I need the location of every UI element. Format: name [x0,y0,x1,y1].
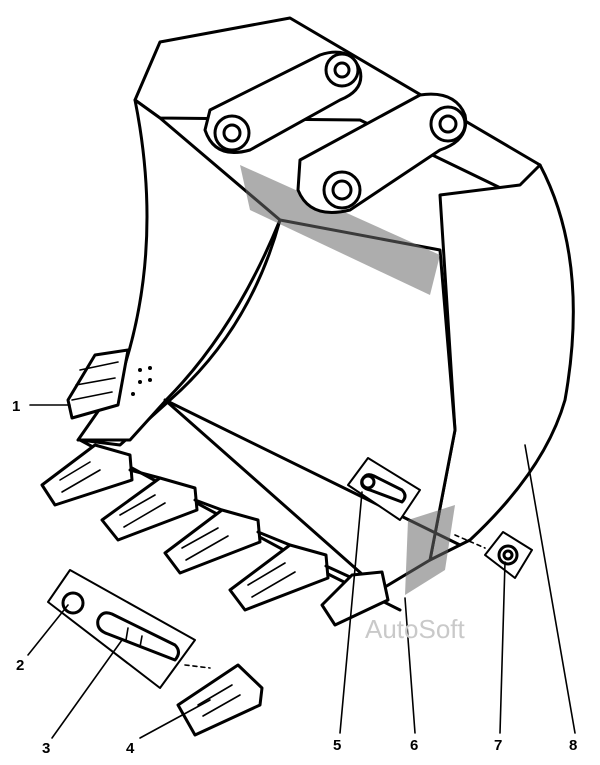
side-cutter [66,348,130,420]
locking-pin [96,611,180,662]
tooth-3 [163,508,262,575]
tooth-1 [40,443,134,507]
watermark-text: AutoSoft [365,614,466,644]
leader-8 [524,444,576,734]
leader-lines [27,404,576,739]
callout-5: 5 [333,737,341,754]
leader-4 [139,699,211,739]
tooth-2 [100,476,199,542]
callout-6: 6 [410,737,418,754]
left-plate-rivets [131,366,152,396]
leader-3 [51,639,123,739]
exploded-pin-set [47,569,196,689]
bucket-teeth [40,443,390,627]
mounting-lugs [203,50,468,214]
callout-labels: 1 2 3 4 5 6 7 8 [12,398,577,757]
tooth-4 [228,543,330,612]
exploded-tooth [176,663,264,737]
callout-8: 8 [569,737,577,754]
weld-shading [240,165,440,295]
leader-5 [339,491,363,734]
leader-7 [499,561,506,734]
bucket-side-plate [428,163,575,562]
callout-2: 2 [16,657,24,674]
callout-7: 7 [494,737,502,754]
side-edge-shading [405,505,455,595]
exploded-side-pin [347,457,421,521]
leader-2 [27,604,69,656]
retainer-washer [61,591,85,615]
callout-3: 3 [42,740,50,757]
callout-1: 1 [12,398,20,415]
tooth-5 [320,570,390,627]
leader-6 [404,597,416,734]
callout-4: 4 [126,740,135,757]
